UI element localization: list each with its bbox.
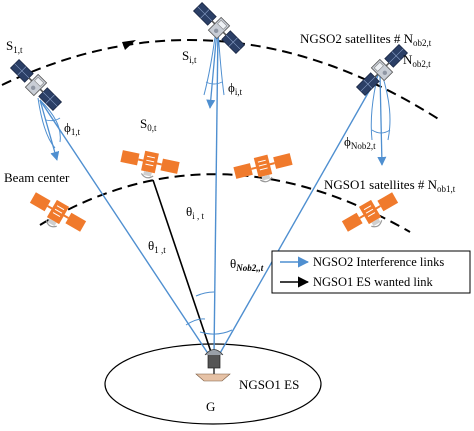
label-theta-1: θ1 ,t xyxy=(148,238,166,255)
label-phi1: ϕ1,t xyxy=(64,120,81,137)
theta-i-arc xyxy=(195,291,215,297)
legend: NGSO2 Interference links NGSO1 ES wanted… xyxy=(271,250,471,294)
ngso1-orbit xyxy=(39,173,411,233)
label-ground: G xyxy=(206,399,215,414)
theta-1-arc xyxy=(185,318,206,326)
ngso2-satellite-1 xyxy=(7,56,65,114)
label-phii: ϕi,t xyxy=(228,80,243,97)
ngso1-satellite-left xyxy=(23,187,90,242)
ngso1-satellite-mid xyxy=(231,148,297,190)
ngso1-satellite-s0 xyxy=(117,145,182,185)
legend-interference-label: NGSO2 Interference links xyxy=(313,255,444,269)
ngso2-satellite-n xyxy=(353,41,411,99)
label-s0: S0,t xyxy=(140,116,157,133)
beam-cone-n xyxy=(370,73,391,166)
label-s1: S1,t xyxy=(6,38,23,55)
label-theta-i: θi , t xyxy=(186,204,204,221)
interference-link-1 xyxy=(39,99,210,356)
beam-cone-i xyxy=(203,29,225,109)
ngso1-satellite-right xyxy=(338,187,405,242)
label-theta-n: θNob2,,t xyxy=(230,256,264,273)
earth-station xyxy=(195,349,231,382)
label-beam-center: Beam center xyxy=(4,170,70,185)
interference-link-i xyxy=(213,27,219,356)
label-phin: ϕNob2,t xyxy=(344,134,376,151)
label-ngso2-orbit: NGSO2 satellites # Nob2,t xyxy=(300,31,432,48)
wanted-link xyxy=(152,179,213,356)
theta-n-arc xyxy=(199,329,233,335)
label-ngso1-orbit: NGSO1 satellites # Nob1,t xyxy=(324,177,456,194)
label-nob2: Nob2,t xyxy=(403,52,431,69)
ngso2-orbit-arrow xyxy=(122,40,136,50)
interference-link-n xyxy=(218,71,381,356)
ground-area xyxy=(104,343,322,425)
label-earth-station: NGSO1 ES xyxy=(239,377,299,392)
legend-wanted-label: NGSO1 ES wanted link xyxy=(313,275,434,289)
label-si: Si,t xyxy=(182,48,197,65)
beam-cone-1 xyxy=(37,97,61,161)
